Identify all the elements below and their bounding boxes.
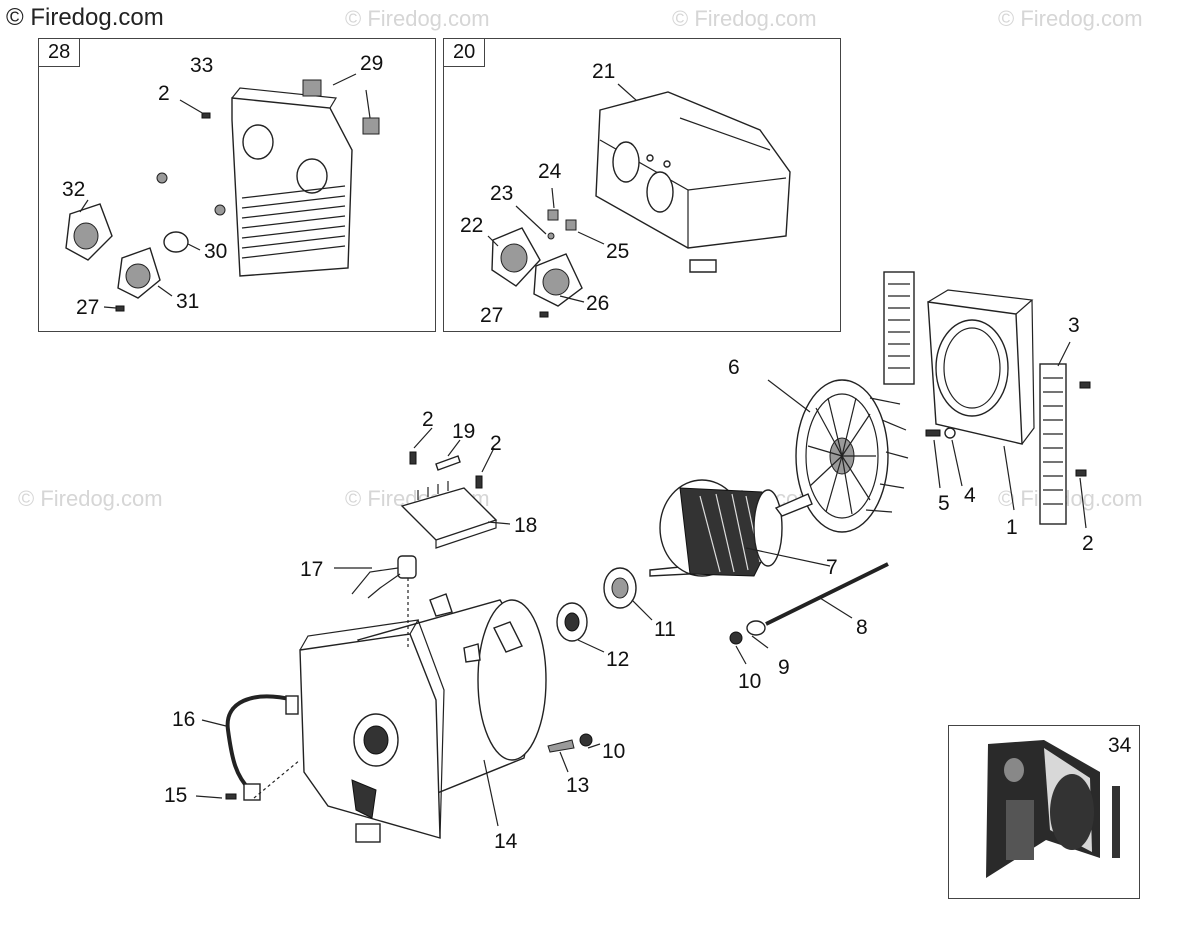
callout-23: 23 [490,182,514,205]
site-brand: © Firedog.com [6,4,164,31]
callout-17: 17 [300,558,324,581]
callout-4: 4 [964,484,976,507]
through-bolt-8 [729,562,889,665]
callout-21: 21 [592,60,616,83]
fan-6 [767,379,963,533]
callout-15: 15 [164,784,188,807]
end-frame-1 [883,271,1091,529]
callout-6: 6 [728,356,740,379]
callout-2: 2 [1082,532,1094,555]
callout-26: 26 [586,292,610,315]
watermark: © Firedog.com [672,6,817,31]
watermark: © Firedog.com [345,6,490,31]
watermark: © Firedog.com [998,6,1143,31]
callout-18: 18 [514,514,538,537]
regulator-18 [400,427,511,650]
callout-33: 33 [190,54,214,77]
cover-assembly-20 [487,83,791,318]
callout-27: 27 [480,304,504,327]
watermark: © Firedog.com [18,486,163,511]
capacitor-17 [334,555,417,599]
callout-5: 5 [938,492,950,515]
callout-10: 10 [602,740,626,763]
callout-16: 16 [172,708,196,731]
rotor-7 [649,479,831,577]
callout-22: 22 [460,214,484,237]
callout-13: 13 [566,774,590,797]
callout-19: 19 [452,420,476,443]
watermark: © Firedog.com [998,486,1143,511]
inset-number: 28 [39,39,81,67]
callout-2: 2 [490,432,502,455]
inset-number: 20 [444,39,486,67]
control-panel-28 [65,73,380,312]
callout-27: 27 [76,296,100,319]
callout-29: 29 [360,52,384,75]
callout-2: 2 [158,82,170,105]
callout-32: 32 [62,178,86,201]
callout-30: 30 [204,240,228,263]
generator-photo-34 [986,740,1120,878]
callout-34: 34 [1108,734,1132,757]
callout-9: 9 [778,656,790,679]
callout-31: 31 [176,290,200,313]
callout-2: 2 [422,408,434,431]
bearing-12 [556,602,605,653]
callout-14: 14 [494,830,518,853]
callout-10: 10 [738,670,762,693]
callout-1: 1 [1006,516,1018,539]
callout-25: 25 [606,240,630,263]
callout-7: 7 [826,556,838,579]
callout-24: 24 [538,160,562,183]
callout-11: 11 [654,618,676,641]
bearing-11 [603,567,653,621]
callout-12: 12 [606,648,630,671]
lead-wire-16 [195,694,301,801]
stator-housing-14 [299,593,601,843]
callout-8: 8 [856,616,868,639]
callout-3: 3 [1068,314,1080,337]
